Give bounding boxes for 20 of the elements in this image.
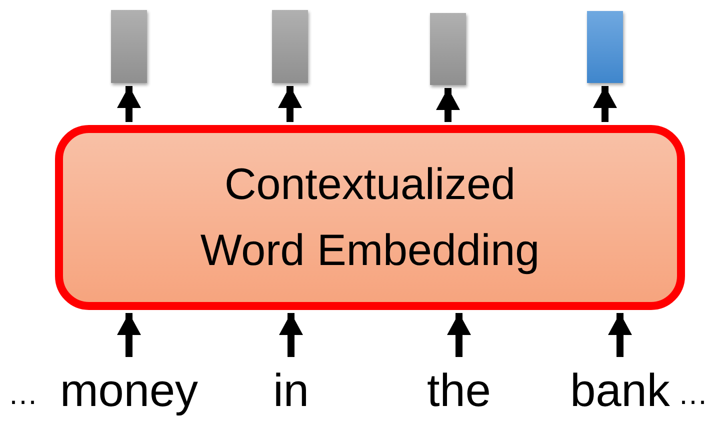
vector-bar — [430, 13, 466, 85]
arrow — [608, 313, 632, 357]
arrow — [436, 88, 460, 122]
model-box — [55, 125, 685, 310]
input-word: bank — [565, 360, 675, 420]
input-word: money — [59, 360, 199, 420]
box-title: Contextualized Word Embedding — [199, 158, 541, 276]
vector-bar — [587, 11, 623, 83]
ellipsis: … — [678, 377, 708, 413]
arrow — [117, 86, 141, 122]
ellipsis: … — [8, 377, 38, 413]
arrow — [593, 86, 617, 122]
input-word: the — [414, 360, 504, 420]
arrow — [278, 86, 302, 122]
vector-bar — [111, 10, 147, 83]
arrow — [447, 313, 471, 357]
arrow — [279, 313, 303, 357]
input-word: in — [261, 360, 321, 420]
arrow — [117, 313, 141, 357]
vector-bar — [272, 10, 308, 83]
